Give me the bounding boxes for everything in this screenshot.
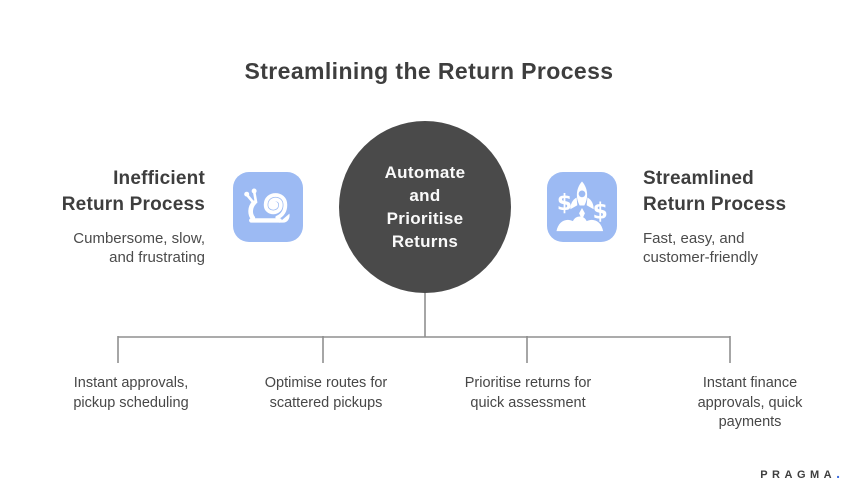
snail-icon: [233, 172, 303, 242]
pragma-logo-dot: .: [836, 465, 840, 481]
svg-text:$: $: [593, 200, 608, 225]
branch-label-prioritise-returns: Prioritise returns for quick assessment: [464, 375, 592, 411]
page-title: Streamlining the Return Process: [244, 58, 614, 84]
central-circle: Automate and Prioritise Returns: [339, 121, 511, 293]
right-panel: Streamlined Return Process Fast, easy, a…: [643, 166, 838, 267]
pragma-logo: PRAGMA.: [760, 465, 840, 481]
pragma-logo-text: PRAGMA: [760, 469, 837, 481]
left-panel: Inefficient Return Process Cumbersome, s…: [20, 166, 205, 267]
branch-label-instant-finance: Instant finance approvals, quick payment…: [697, 375, 803, 430]
svg-text:$: $: [557, 191, 572, 216]
left-panel-description: Cumbersome, slow, and frustrating: [73, 230, 205, 266]
right-panel-heading: Streamlined Return Process: [643, 168, 787, 215]
right-panel-description: Fast, easy, and customer-friendly: [643, 230, 759, 266]
left-panel-heading: Inefficient Return Process: [61, 168, 205, 215]
branch-label-instant-approvals: Instant approvals, pickup scheduling: [73, 375, 189, 411]
rocket-dollars-icon: $ $: [547, 172, 617, 242]
central-circle-label: Automate and Prioritise Returns: [384, 163, 466, 251]
branch-label-optimise-routes: Optimise routes for scattered pickups: [264, 375, 388, 411]
